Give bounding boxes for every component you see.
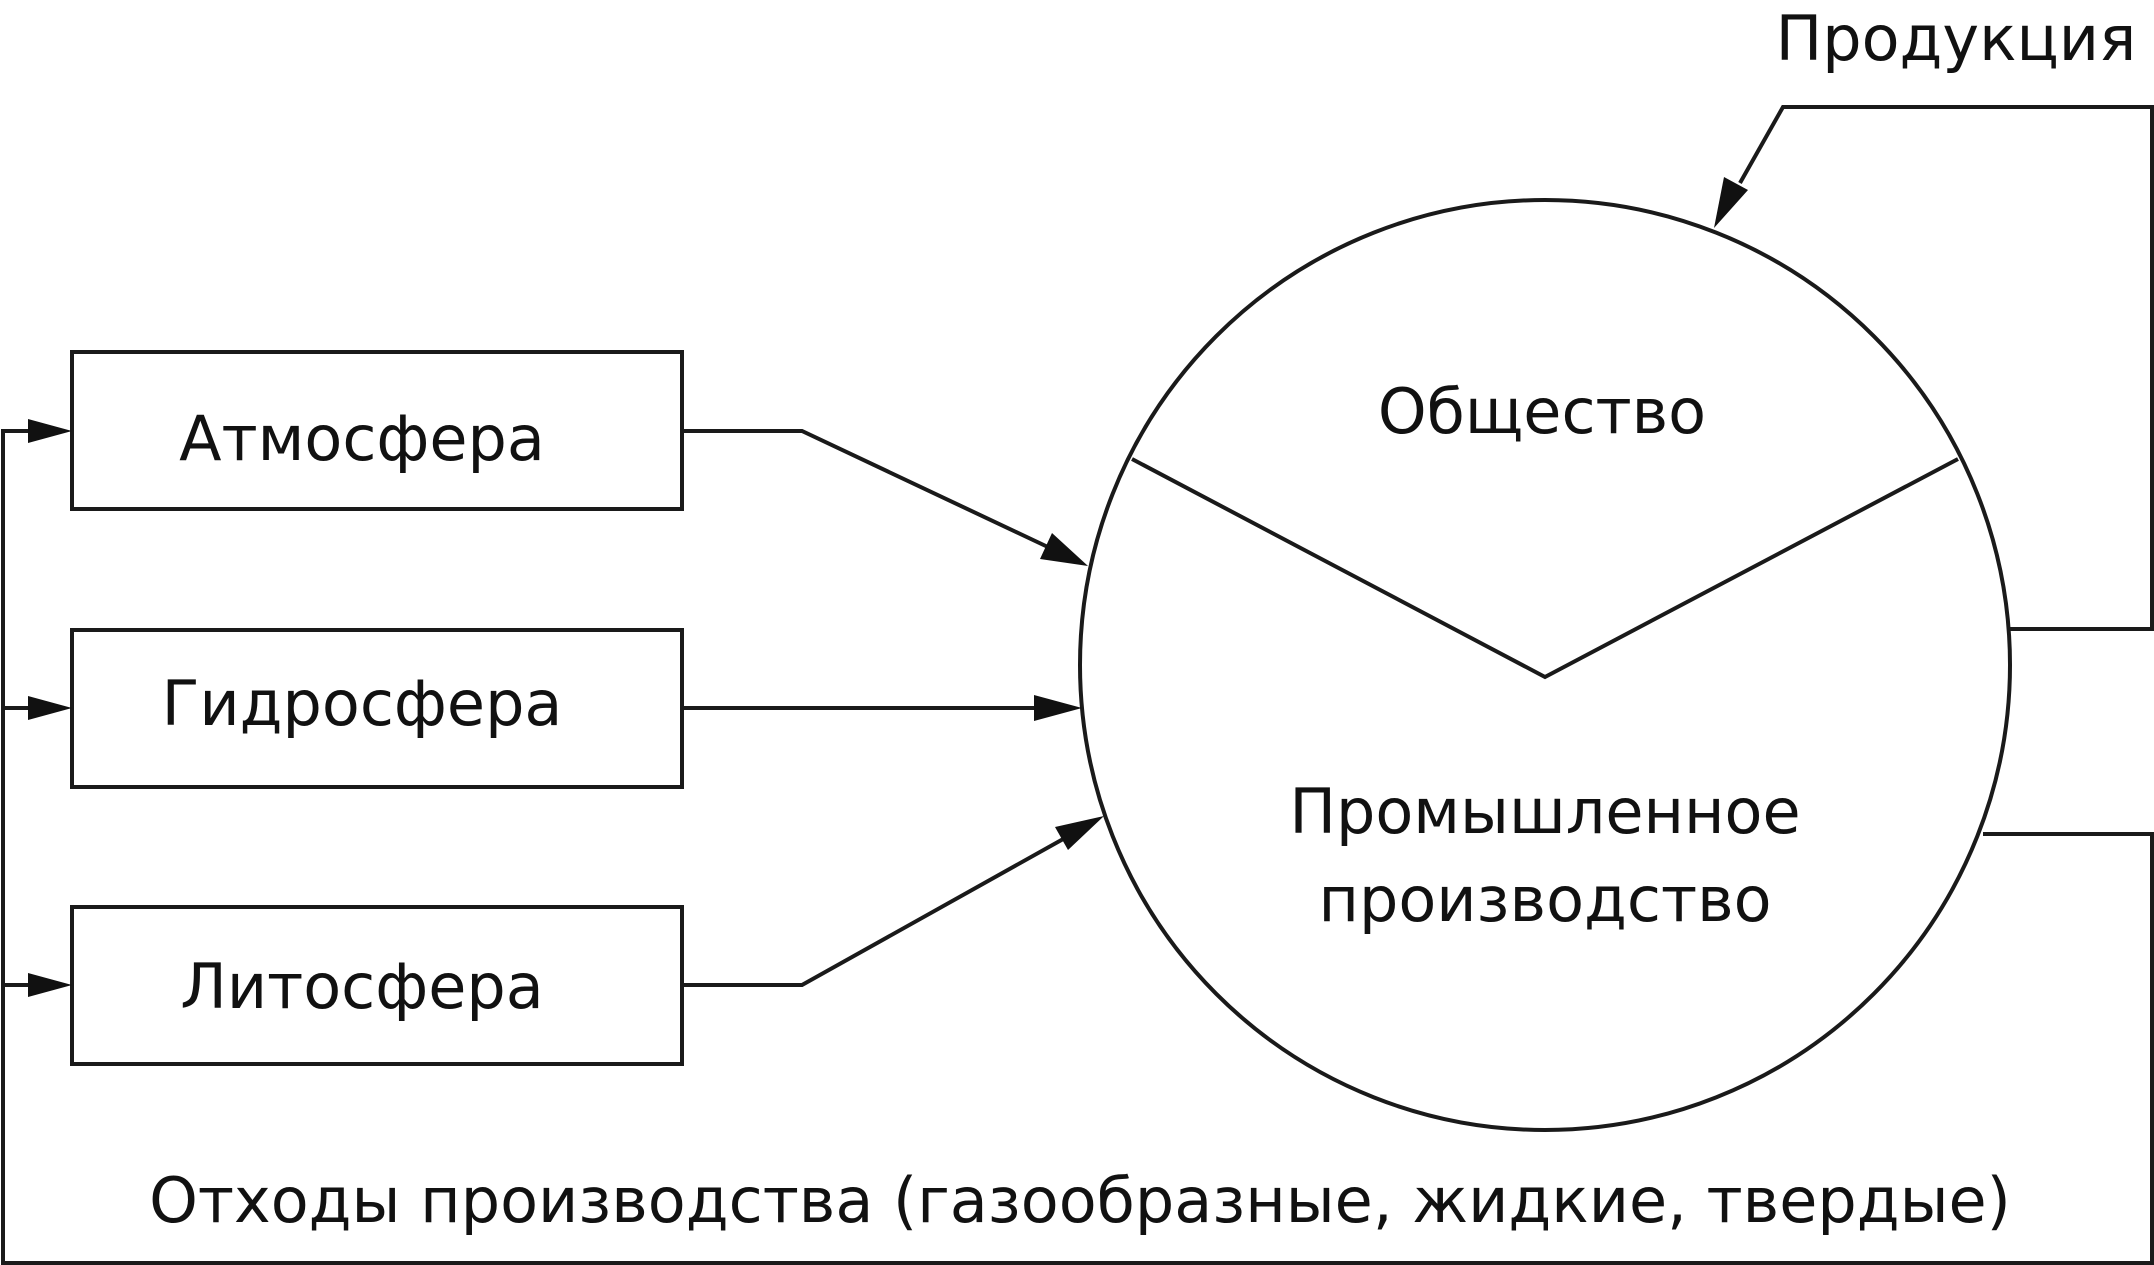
lithosphere-label: Литосфера <box>180 950 544 1023</box>
atmosphere-arrowhead <box>1040 533 1088 566</box>
society-industry-circle <box>1078 198 2012 1132</box>
atmosphere-to-circle-arrow <box>682 429 1051 550</box>
waste-to-atmosphere-arrowhead <box>28 419 72 443</box>
hydrosphere-label: Гидросфера <box>162 667 563 740</box>
hydrosphere-arrowhead <box>1034 695 1082 721</box>
waste-label: Отходы производства (газообразные, жидки… <box>149 1164 2011 1237</box>
atmosphere-label: Атмосфера <box>179 402 545 475</box>
industry-label-line2: производство <box>1318 863 1771 936</box>
waste-to-lithosphere-arrowhead <box>28 973 72 997</box>
society-label: Общество <box>1378 375 1706 448</box>
circle-divider-line <box>1131 457 1959 680</box>
lithosphere-to-circle-arrow <box>682 836 1066 987</box>
industry-label-line1: Промышленное <box>1289 775 1800 848</box>
lithosphere-box <box>70 905 684 1066</box>
waste-loop-line <box>1 429 2154 1265</box>
products-label: Продукция <box>1776 2 2137 75</box>
products-arrowhead <box>1714 177 1748 228</box>
products-loop-line <box>1738 105 2154 631</box>
lithosphere-arrowhead <box>1055 816 1104 850</box>
hydrosphere-box <box>70 628 684 789</box>
waste-to-hydrosphere-arrowhead <box>28 696 72 720</box>
